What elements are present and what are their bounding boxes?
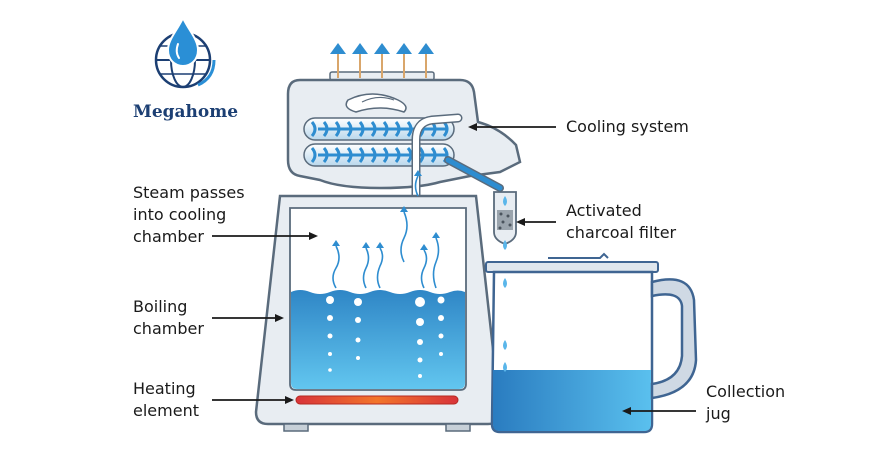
label-collection-jug: Collection jug	[705, 382, 785, 423]
label-steam-line1: Steam passes	[133, 183, 245, 202]
label-heating-line1: Heating	[133, 379, 196, 398]
label-charcoal-line2: charcoal filter	[566, 223, 677, 242]
label-boiling-line2: chamber	[133, 319, 204, 338]
brand-name: Megahome	[133, 102, 238, 122]
label-steam-line2: into cooling	[133, 205, 226, 224]
jug-handle	[650, 278, 698, 400]
collection-jug	[485, 252, 698, 434]
bubbles	[326, 296, 445, 378]
vent-arrow	[352, 43, 368, 54]
falling-drops	[503, 278, 507, 372]
boiling-water	[291, 290, 465, 389]
label-boiling-line1: Boiling	[133, 297, 187, 316]
label-heating-line2: element	[133, 401, 199, 420]
vent-arrow	[418, 43, 434, 54]
megahome-logo: Megahome	[133, 15, 238, 122]
label-charcoal-filter: Activated charcoal filter	[566, 201, 677, 242]
label-jug-line2: jug	[705, 404, 731, 423]
globe-water-drop-icon	[154, 15, 216, 89]
vent-arrow	[330, 43, 346, 54]
vent-arrows	[329, 43, 435, 81]
boiling-chamber	[254, 170, 502, 432]
cooling-fan	[345, 93, 407, 113]
cooling-unit	[286, 78, 522, 201]
label-steam-line3: chamber	[133, 227, 204, 246]
label-cooling-system: Cooling system	[566, 117, 689, 136]
charcoal-filter	[493, 191, 517, 250]
steam-wisps	[332, 175, 440, 289]
label-heating-element: Heating element	[133, 379, 199, 420]
label-boiling-chamber: Boiling chamber	[133, 297, 204, 338]
label-jug-line1: Collection	[706, 382, 785, 401]
vent-arrow	[396, 43, 412, 54]
label-charcoal-line1: Activated	[566, 201, 642, 220]
collected-water	[493, 370, 651, 431]
leader-lines	[212, 123, 696, 415]
vent-arrow	[374, 43, 390, 54]
label-steam: Steam passes into cooling chamber	[133, 183, 245, 246]
heating-element	[295, 395, 459, 405]
